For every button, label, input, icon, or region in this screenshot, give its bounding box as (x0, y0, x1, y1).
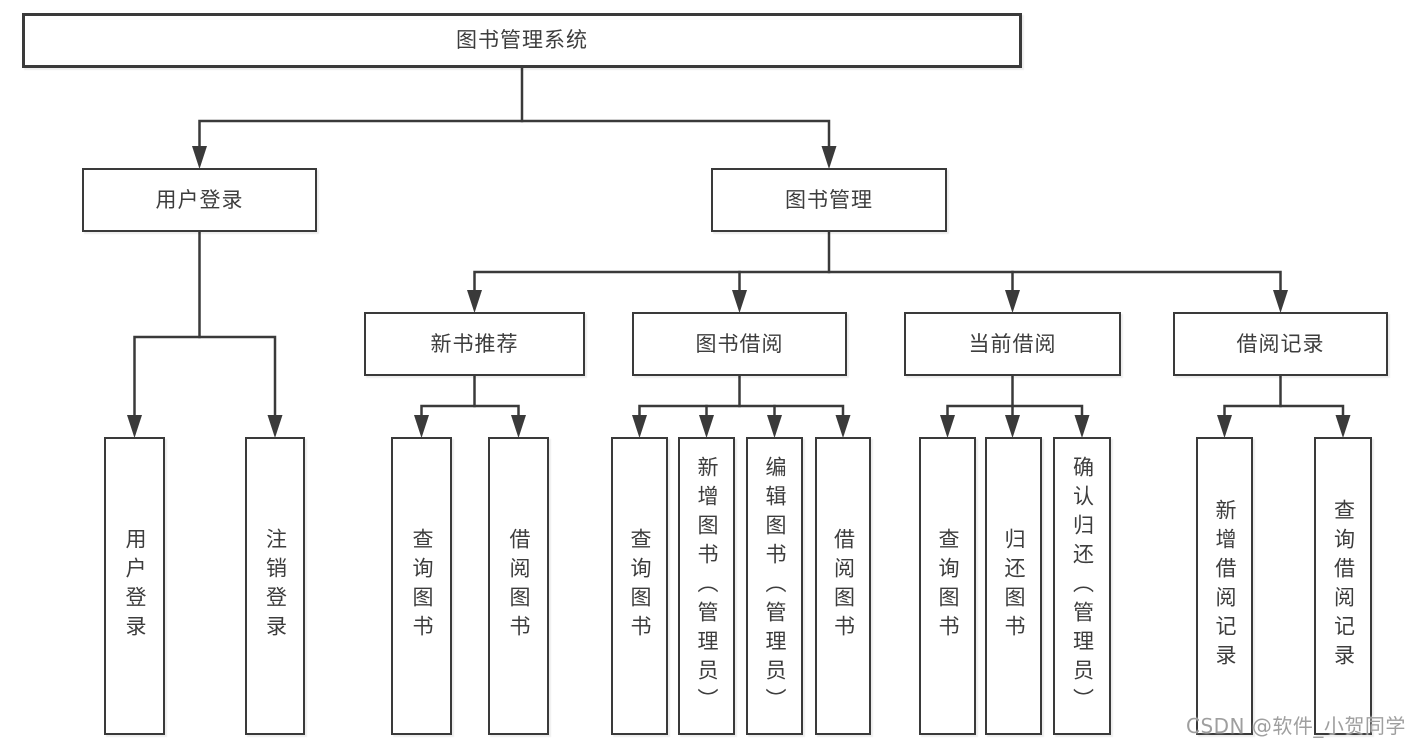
leaf-query-books-current: 查询图书 (919, 437, 976, 735)
leaf-query-books-borrow: 查询图书 (611, 437, 668, 735)
leaf-query-borrow-record: 查询借阅记录 (1314, 437, 1372, 735)
leaf-borrow-books-new-book: 借阅图书 (488, 437, 549, 735)
leaf-add-books-admin: 新增图书（管理员） (678, 437, 735, 735)
node-library-management-system: 图书管理系统 (22, 13, 1022, 68)
node-book-management: 图书管理 (711, 168, 947, 232)
leaf-confirm-return-admin: 确认归还（管理员） (1053, 437, 1111, 735)
node-book-borrow: 图书借阅 (632, 312, 847, 376)
csdn-watermark: CSDN @软件_小贺同学 (1186, 714, 1405, 738)
leaf-query-books-new-book: 查询图书 (391, 437, 452, 735)
leaf-borrow-books-borrow: 借阅图书 (815, 437, 871, 735)
node-user-login: 用户登录 (82, 168, 317, 232)
leaf-add-borrow-record: 新增借阅记录 (1196, 437, 1253, 735)
node-new-book-recommend: 新书推荐 (364, 312, 585, 376)
leaf-user-login: 用户登录 (104, 437, 165, 735)
leaf-return-books: 归还图书 (985, 437, 1042, 735)
node-current-borrow: 当前借阅 (904, 312, 1121, 376)
node-borrow-records: 借阅记录 (1173, 312, 1388, 376)
leaf-logout-login: 注销登录 (245, 437, 305, 735)
leaf-edit-books-admin: 编辑图书（管理员） (746, 437, 803, 735)
